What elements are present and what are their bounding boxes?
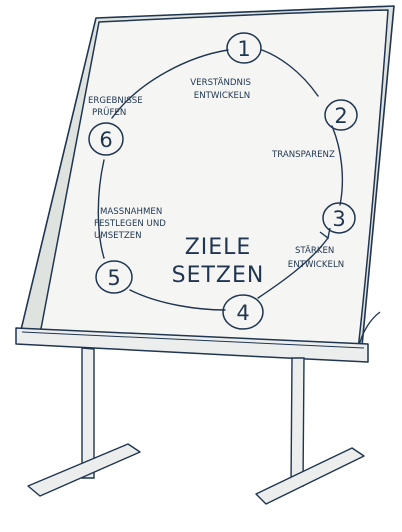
center-title-line-1: ZIELE — [185, 235, 252, 260]
step-5-number: 5 — [107, 266, 120, 290]
step-1-label-line-1: VERSTÄNDNIS — [190, 77, 251, 88]
paper-sheet — [40, 10, 388, 350]
step-2-number: 2 — [334, 104, 347, 128]
step-3-label-line-1: STÄRKEN — [295, 245, 334, 256]
step-3-label-line-2: ENTWICKELN — [288, 260, 344, 270]
step-1-number: 1 — [237, 37, 250, 61]
step-5-label-line-1: MASSNAHMEN — [100, 207, 162, 217]
step-3-number: 3 — [332, 207, 345, 231]
step-2-label: TRANSPARENZ — [271, 150, 335, 160]
step-4-number: 4 — [236, 301, 249, 325]
step-1-label-line-2: ENTWICKELN — [194, 91, 250, 101]
step-5-label-line-3: UMSETZEN — [94, 231, 142, 241]
step-5-label-line-2: FESTLEGEN UND — [94, 219, 166, 229]
step-6-number: 6 — [99, 128, 112, 152]
step-6-label-line-1: ERGEBNISSE — [88, 96, 143, 106]
right-foot — [256, 448, 364, 504]
right-leg — [291, 358, 304, 486]
step-6-label-line-2: PRÜFEN — [92, 107, 126, 118]
step-2-label-line-1: TRANSPARENZ — [271, 150, 335, 160]
center-title-line-2: SETZEN — [172, 263, 265, 288]
